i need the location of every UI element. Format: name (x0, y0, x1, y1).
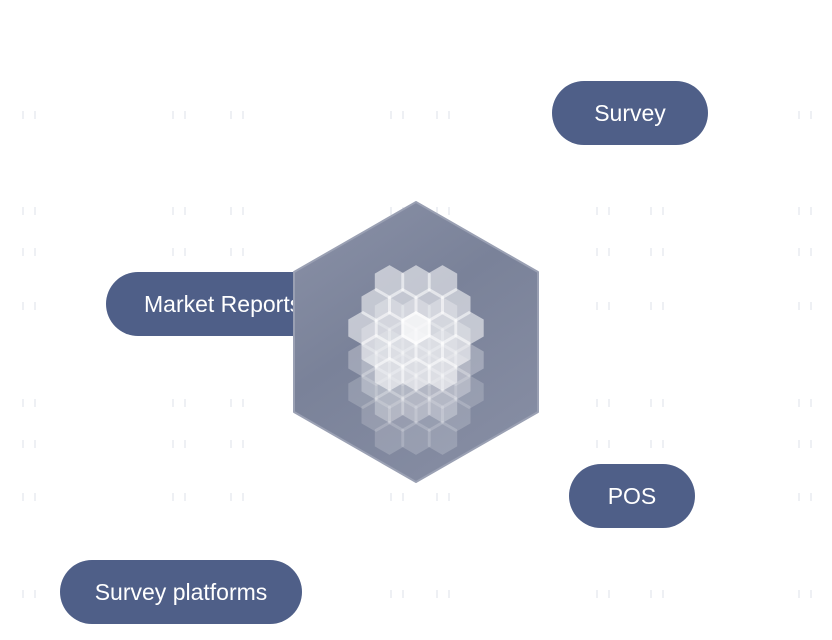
mini-hex-cell (361, 333, 391, 368)
mini-hex-cell (401, 420, 431, 455)
mini-hex-cell (441, 397, 471, 432)
mini-hex-cell (388, 397, 418, 432)
mini-hex-cell (374, 356, 405, 391)
mini-hex-cell (374, 265, 405, 300)
pos-node[interactable]: POS (569, 464, 695, 528)
mini-hex-cell (401, 265, 431, 300)
survey-platforms-node-label: Survey platforms (94, 578, 268, 605)
mini-hex-cell (401, 311, 431, 345)
mini-hex-cell (454, 375, 484, 409)
survey-node-label: Survey (594, 99, 666, 126)
mini-hex-cell (348, 375, 378, 409)
mini-hex-cell (374, 311, 405, 345)
hexagon-cluster-icon (293, 201, 539, 483)
mini-hex-cell (427, 356, 458, 391)
mini-hex-cell (374, 420, 405, 455)
mini-hex-cell (401, 388, 431, 423)
mini-hex-cell (348, 311, 378, 345)
mini-hex-cell (427, 311, 458, 345)
mini-hex-cell (361, 288, 391, 322)
mini-hex-cell (414, 288, 444, 322)
mini-hex-cell (374, 388, 405, 423)
mini-hex-cell (388, 288, 418, 322)
mini-hex-cell (441, 288, 471, 322)
market-reports-node-label: Market Reports (144, 290, 302, 317)
mini-hex-cell (454, 311, 484, 345)
mini-hex-cell (414, 333, 444, 368)
mini-hex-cell (388, 333, 418, 368)
mini-hex-cell (441, 333, 471, 368)
mini-hex-cell (414, 397, 444, 432)
pos-node-label: POS (607, 482, 657, 509)
mini-hex-cell (401, 356, 431, 391)
survey-node[interactable]: Survey (552, 81, 708, 145)
survey-platforms-node[interactable]: Survey platforms (60, 560, 302, 624)
mini-hex-cell (427, 265, 458, 300)
mini-hex-cell (427, 388, 458, 423)
mini-hex-cell (361, 397, 391, 432)
mini-hex-cell (427, 420, 458, 455)
